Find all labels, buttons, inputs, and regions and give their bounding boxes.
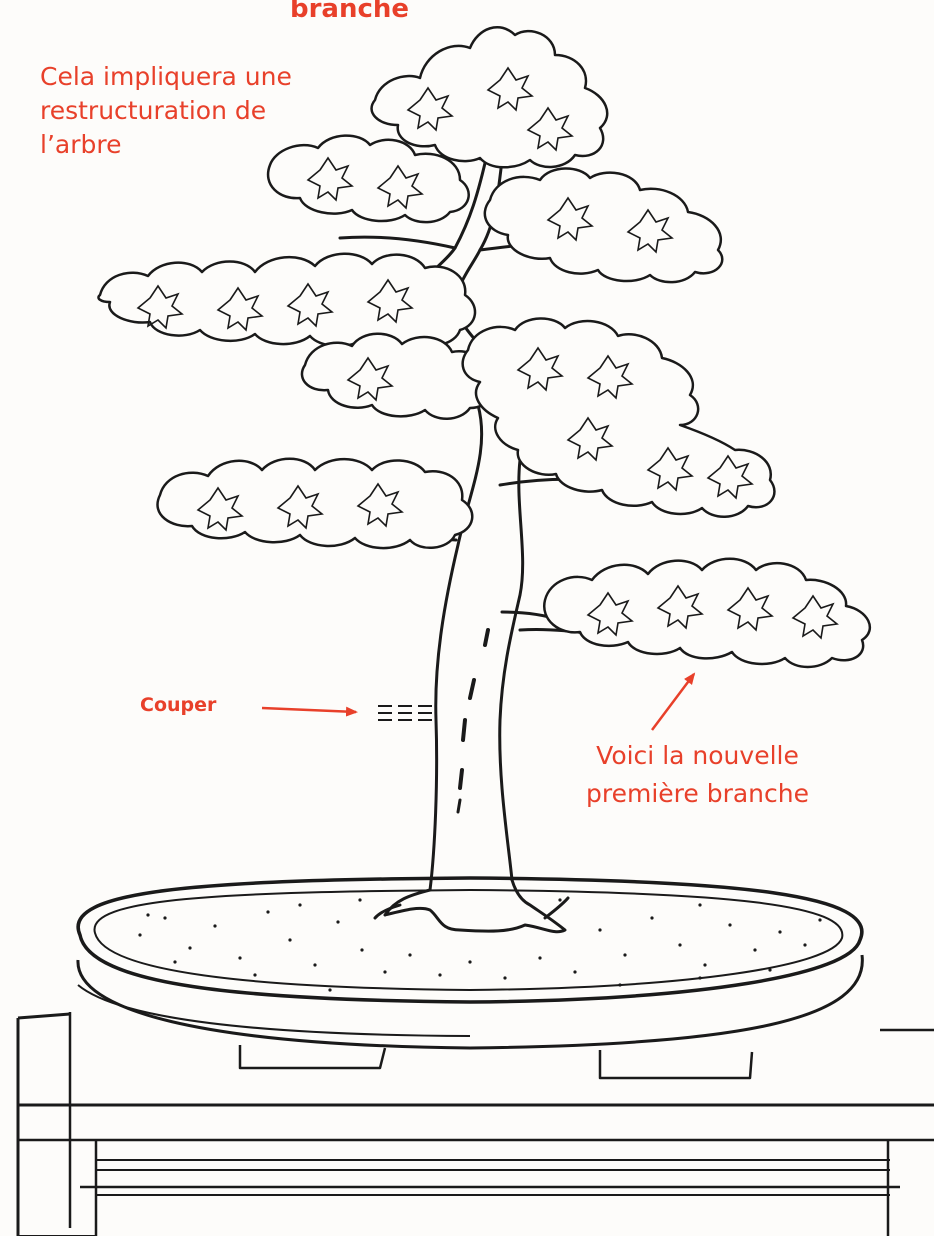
new-branch-arrow <box>652 674 694 730</box>
bonsai-pot <box>78 878 862 1078</box>
foliage-middle-left <box>98 254 475 348</box>
note-line-2: restructuration de <box>40 94 292 128</box>
foliage-new-first-branch <box>544 559 870 667</box>
display-stand <box>18 1012 934 1236</box>
new-branch-line-2: première branche <box>586 775 809 813</box>
foliage-middle-right <box>463 318 775 516</box>
foliage-middle-center <box>302 334 491 419</box>
cut-arrow <box>262 708 356 712</box>
new-branch-line-1: Voici la nouvelle <box>586 737 809 775</box>
foliage-upper-right <box>485 168 722 282</box>
cut-marker <box>378 706 432 720</box>
new-first-branch-label: Voici la nouvelle première branche <box>586 737 809 813</box>
note-line-1: Cela impliquera une <box>40 60 292 94</box>
top-label-fragment: branche <box>290 0 409 24</box>
note-line-3: l’arbre <box>40 128 292 162</box>
annotation-arrows <box>262 674 694 730</box>
restructuring-note: Cela impliquera une restructuration de l… <box>40 60 292 162</box>
cut-label: Couper <box>140 694 216 716</box>
